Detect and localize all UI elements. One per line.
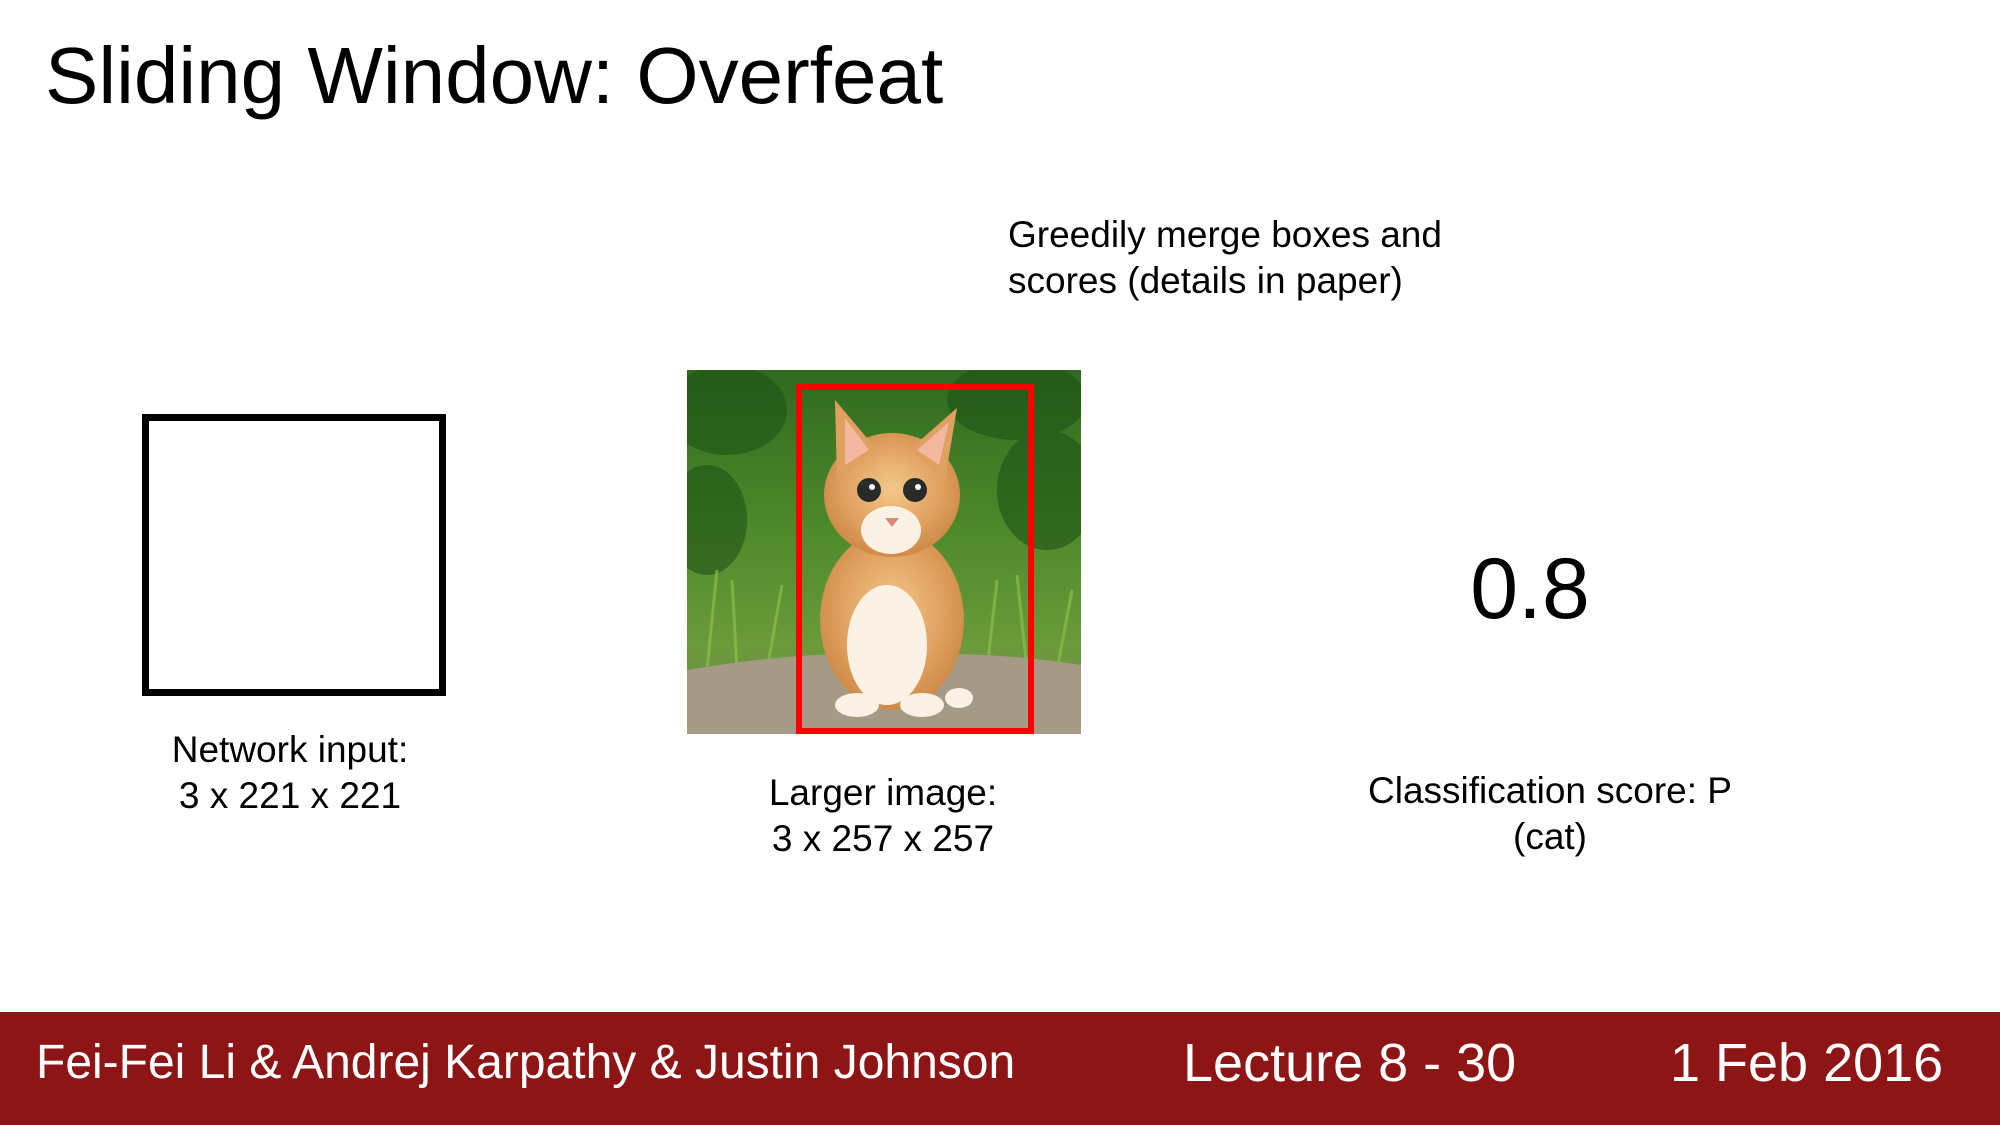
slide-title: Sliding Window: Overfeat: [45, 31, 944, 120]
larger-image-caption: Larger image: 3 x 257 x 257: [733, 770, 1033, 862]
footer-authors: Fei-Fei Li & Andrej Karpathy & Justin Jo…: [36, 1036, 1016, 1089]
cat-photo: [687, 370, 1081, 734]
classification-score-value: 0.8: [1470, 541, 1590, 637]
classification-score-label: Classification score: P: [1368, 770, 1732, 811]
detection-box: [796, 384, 1034, 734]
merge-note-line-2: scores (details in paper): [1008, 259, 1403, 301]
merge-note: Greedily merge boxes and scores (details…: [1008, 212, 1442, 304]
grass: [705, 569, 1074, 671]
network-input-caption: Network input: 3 x 221 x 221: [140, 727, 440, 819]
footer-lecture: Lecture 8 - 30: [1183, 1033, 1517, 1093]
larger-image-size: 3 x 257 x 257: [771, 817, 995, 859]
merge-note-line-1: Greedily merge boxes and: [1008, 214, 1442, 255]
footer-date: 1 Feb 2016: [1670, 1033, 1944, 1093]
classification-score-caption: Classification score: P (cat): [1330, 768, 1770, 860]
network-input-box: [142, 414, 446, 696]
footer-bar: Fei-Fei Li & Andrej Karpathy & Justin Jo…: [0, 1012, 2000, 1125]
cat: [820, 400, 973, 717]
network-input-label: Network input:: [171, 729, 409, 770]
network-input-size: 3 x 221 x 221: [178, 774, 402, 816]
larger-image-label: Larger image:: [768, 772, 998, 813]
classification-score-class: (cat): [1513, 815, 1587, 857]
